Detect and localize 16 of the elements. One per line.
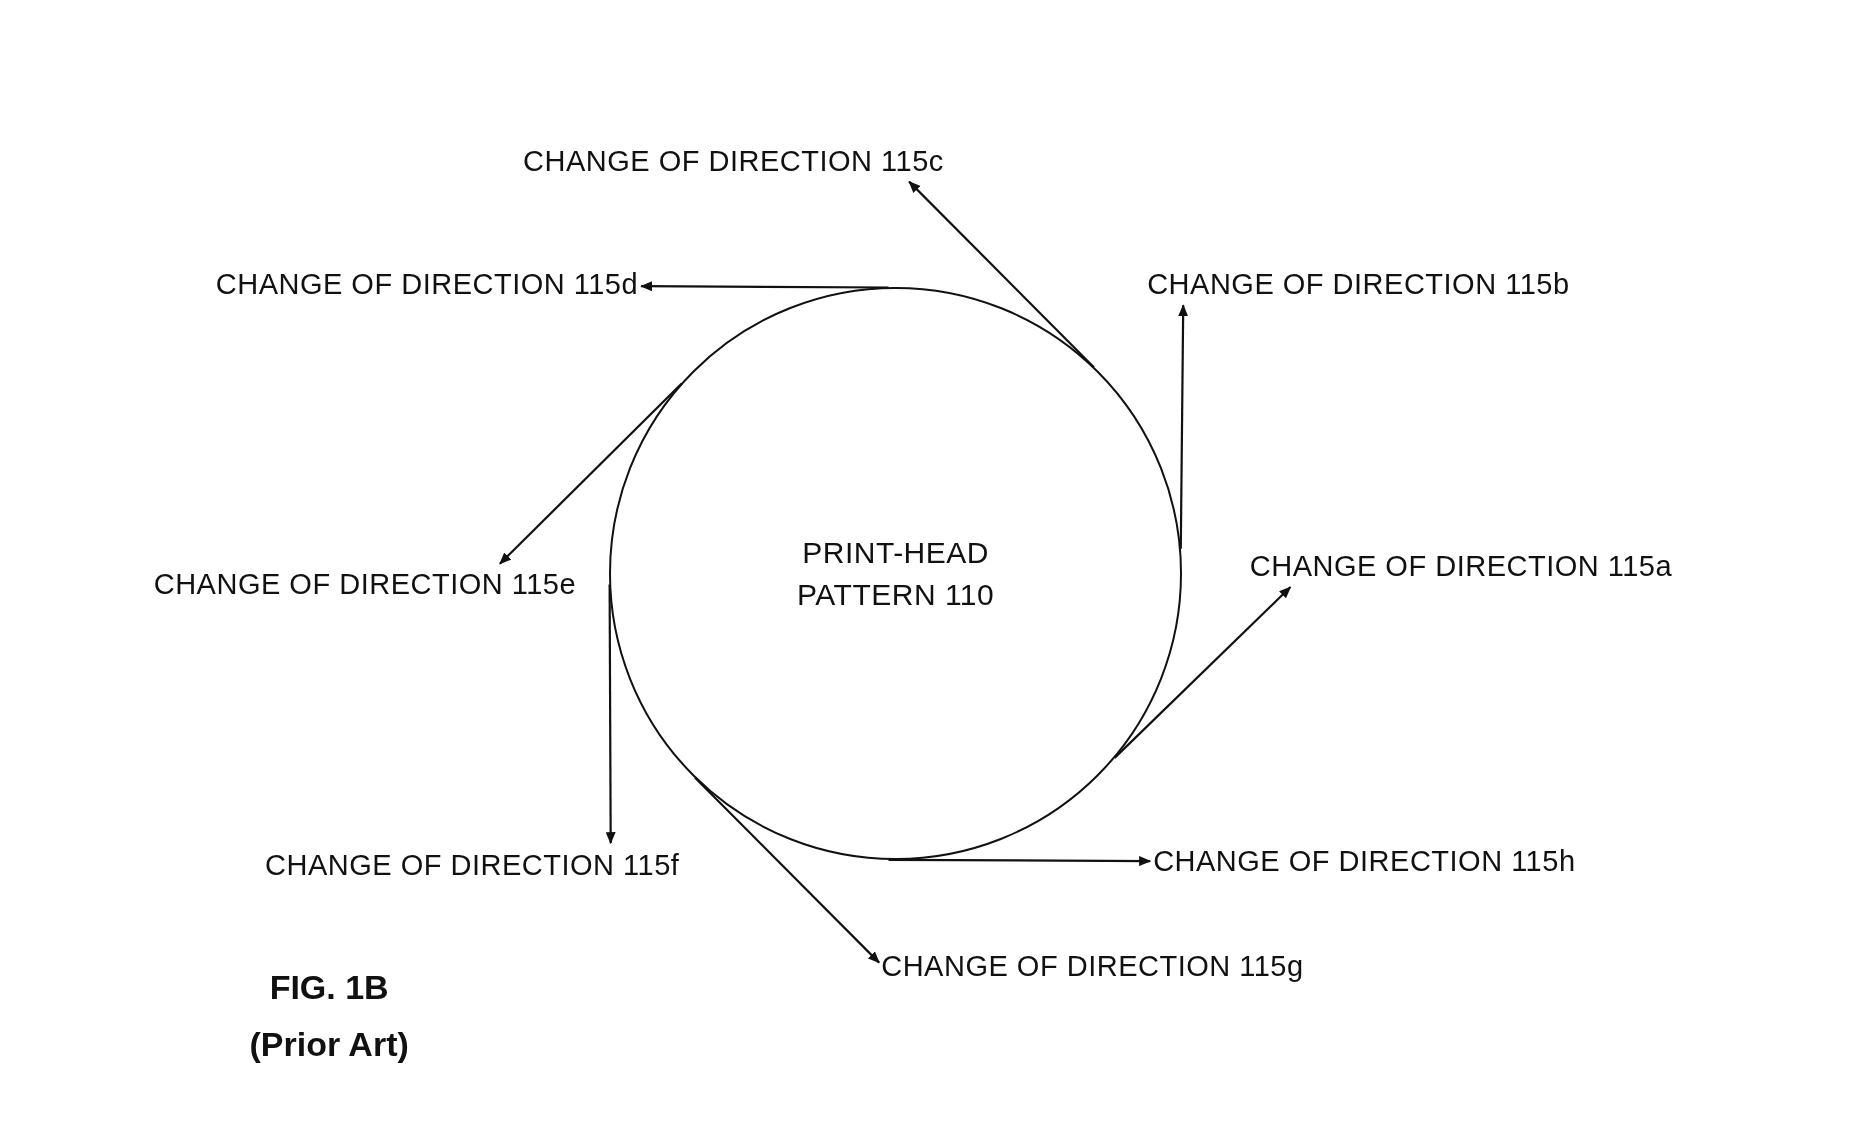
figure-label: FIG. 1B	[269, 967, 389, 1007]
direction-label: CHANGE OF DIRECTION 115a	[1249, 548, 1673, 585]
direction-label: CHANGE OF DIRECTION 115c	[523, 142, 944, 180]
figure-label: (Prior Art)	[249, 1024, 409, 1063]
arrow	[908, 180, 1095, 368]
arrow	[1178, 304, 1189, 549]
arrow	[640, 281, 889, 292]
arrow	[888, 856, 1152, 867]
arrow	[1113, 586, 1292, 759]
direction-label: CHANGE OF DIRECTION 115d	[215, 265, 639, 303]
pattern-label: PRINT-HEAD PATTERN 110	[796, 534, 996, 613]
direction-label: CHANGE OF DIRECTION 115h	[1153, 842, 1576, 880]
direction-label: CHANGE OF DIRECTION 115f	[265, 846, 680, 884]
direction-label: CHANGE OF DIRECTION 115b	[1147, 265, 1570, 303]
direction-label: CHANGE OF DIRECTION 115g	[881, 947, 1304, 985]
direction-label: CHANGE OF DIRECTION 115e	[153, 565, 577, 603]
